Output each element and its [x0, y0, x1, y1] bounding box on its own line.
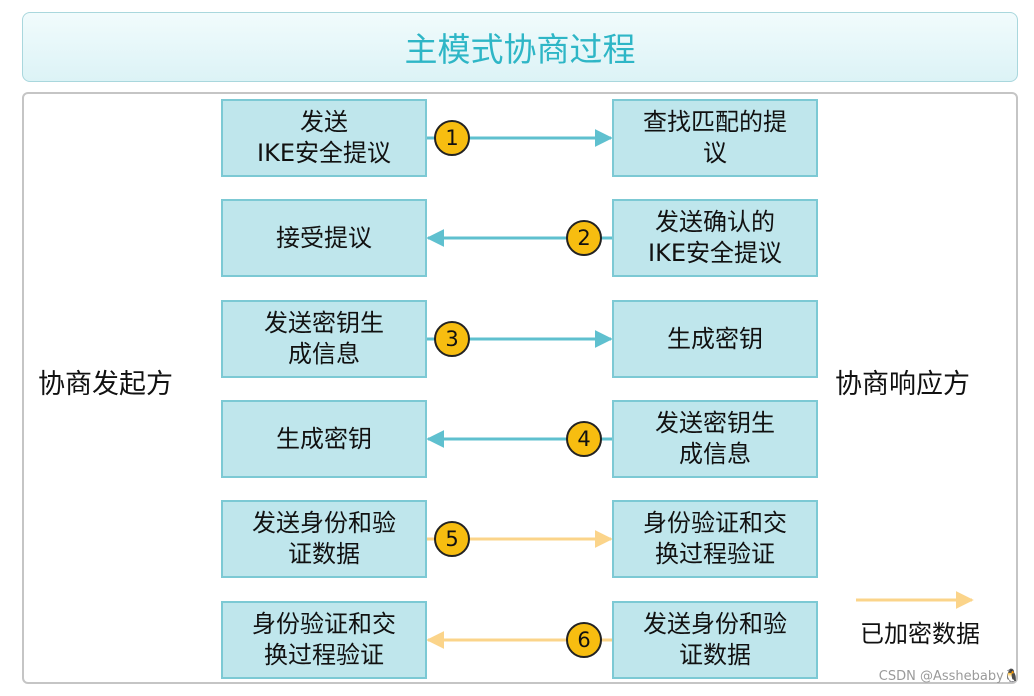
diagram-title: 主模式协商过程 — [22, 12, 1018, 82]
initiator-box-step-4: 生成密钥 — [221, 400, 427, 478]
diagram-frame — [22, 92, 1018, 684]
watermark: CSDN @Asshebaby🐧 — [878, 669, 1020, 684]
responder-box-step-5: 身份验证和交换过程验证 — [612, 500, 818, 578]
initiator-box-step-5: 发送身份和验证数据 — [221, 500, 427, 578]
initiator-box-step-2: 接受提议 — [221, 199, 427, 277]
initiator-label: 协商发起方 — [38, 369, 173, 400]
step-badge-5: 5 — [434, 521, 470, 557]
responder-label: 协商响应方 — [835, 369, 970, 400]
responder-box-step-4: 发送密钥生成信息 — [612, 400, 818, 478]
step-badge-4: 4 — [566, 421, 602, 457]
legend-label: 已加密数据 — [860, 620, 980, 648]
step-badge-1: 1 — [434, 120, 470, 156]
initiator-box-step-3: 发送密钥生成信息 — [221, 300, 427, 378]
responder-box-step-6: 发送身份和验证数据 — [612, 601, 818, 679]
step-badge-3: 3 — [434, 321, 470, 357]
responder-box-step-1: 查找匹配的提议 — [612, 99, 818, 177]
responder-box-step-3: 生成密钥 — [612, 300, 818, 378]
step-badge-6: 6 — [566, 622, 602, 658]
initiator-box-step-6: 身份验证和交换过程验证 — [221, 601, 427, 679]
step-badge-2: 2 — [566, 220, 602, 256]
